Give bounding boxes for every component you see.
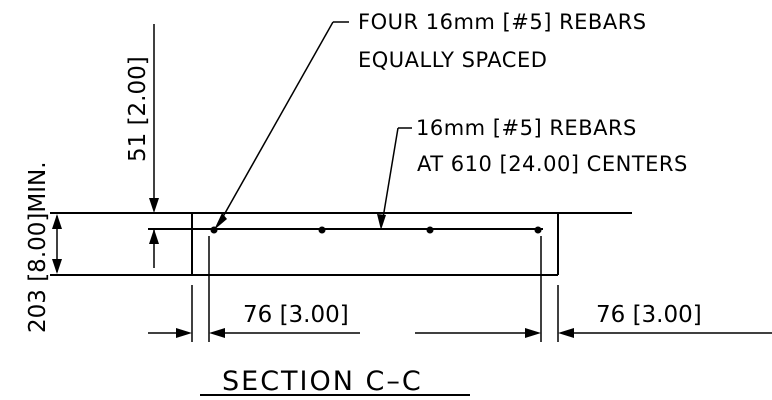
dim-edge-right: [415, 328, 772, 338]
rebar-group: [148, 226, 543, 234]
dim-thickness: [52, 214, 62, 274]
rebar-dot-4: [534, 226, 542, 234]
leader-rebar-centers: [377, 127, 412, 230]
rebar-dot-3: [426, 226, 434, 234]
dim-edge-left: [148, 328, 360, 338]
rebar-dot-2: [318, 226, 326, 234]
note-four-rebars-line1: FOUR 16mm [#5] REBARS: [358, 10, 647, 34]
section-title: SECTION C–C: [222, 366, 423, 397]
note-four-rebars-line2: EQUALLY SPACED: [358, 48, 547, 72]
dim-cover: [149, 24, 159, 268]
extension-lines: [191, 236, 559, 342]
note-rebar-centers-line2: AT 610 [24.00] CENTERS: [417, 152, 688, 176]
note-rebar-centers-line1: 16mm [#5] REBARS: [416, 116, 637, 140]
dim-cover-label: 51 [2.00]: [125, 56, 151, 162]
dim-edge-left-label: 76 [3.00]: [243, 302, 349, 328]
dim-thickness-label: 203 [8.00]MIN.: [25, 161, 51, 333]
slab-outline: [50, 212, 632, 276]
dim-edge-right-label: 76 [3.00]: [596, 302, 702, 328]
leader-four-rebars: [214, 21, 349, 230]
